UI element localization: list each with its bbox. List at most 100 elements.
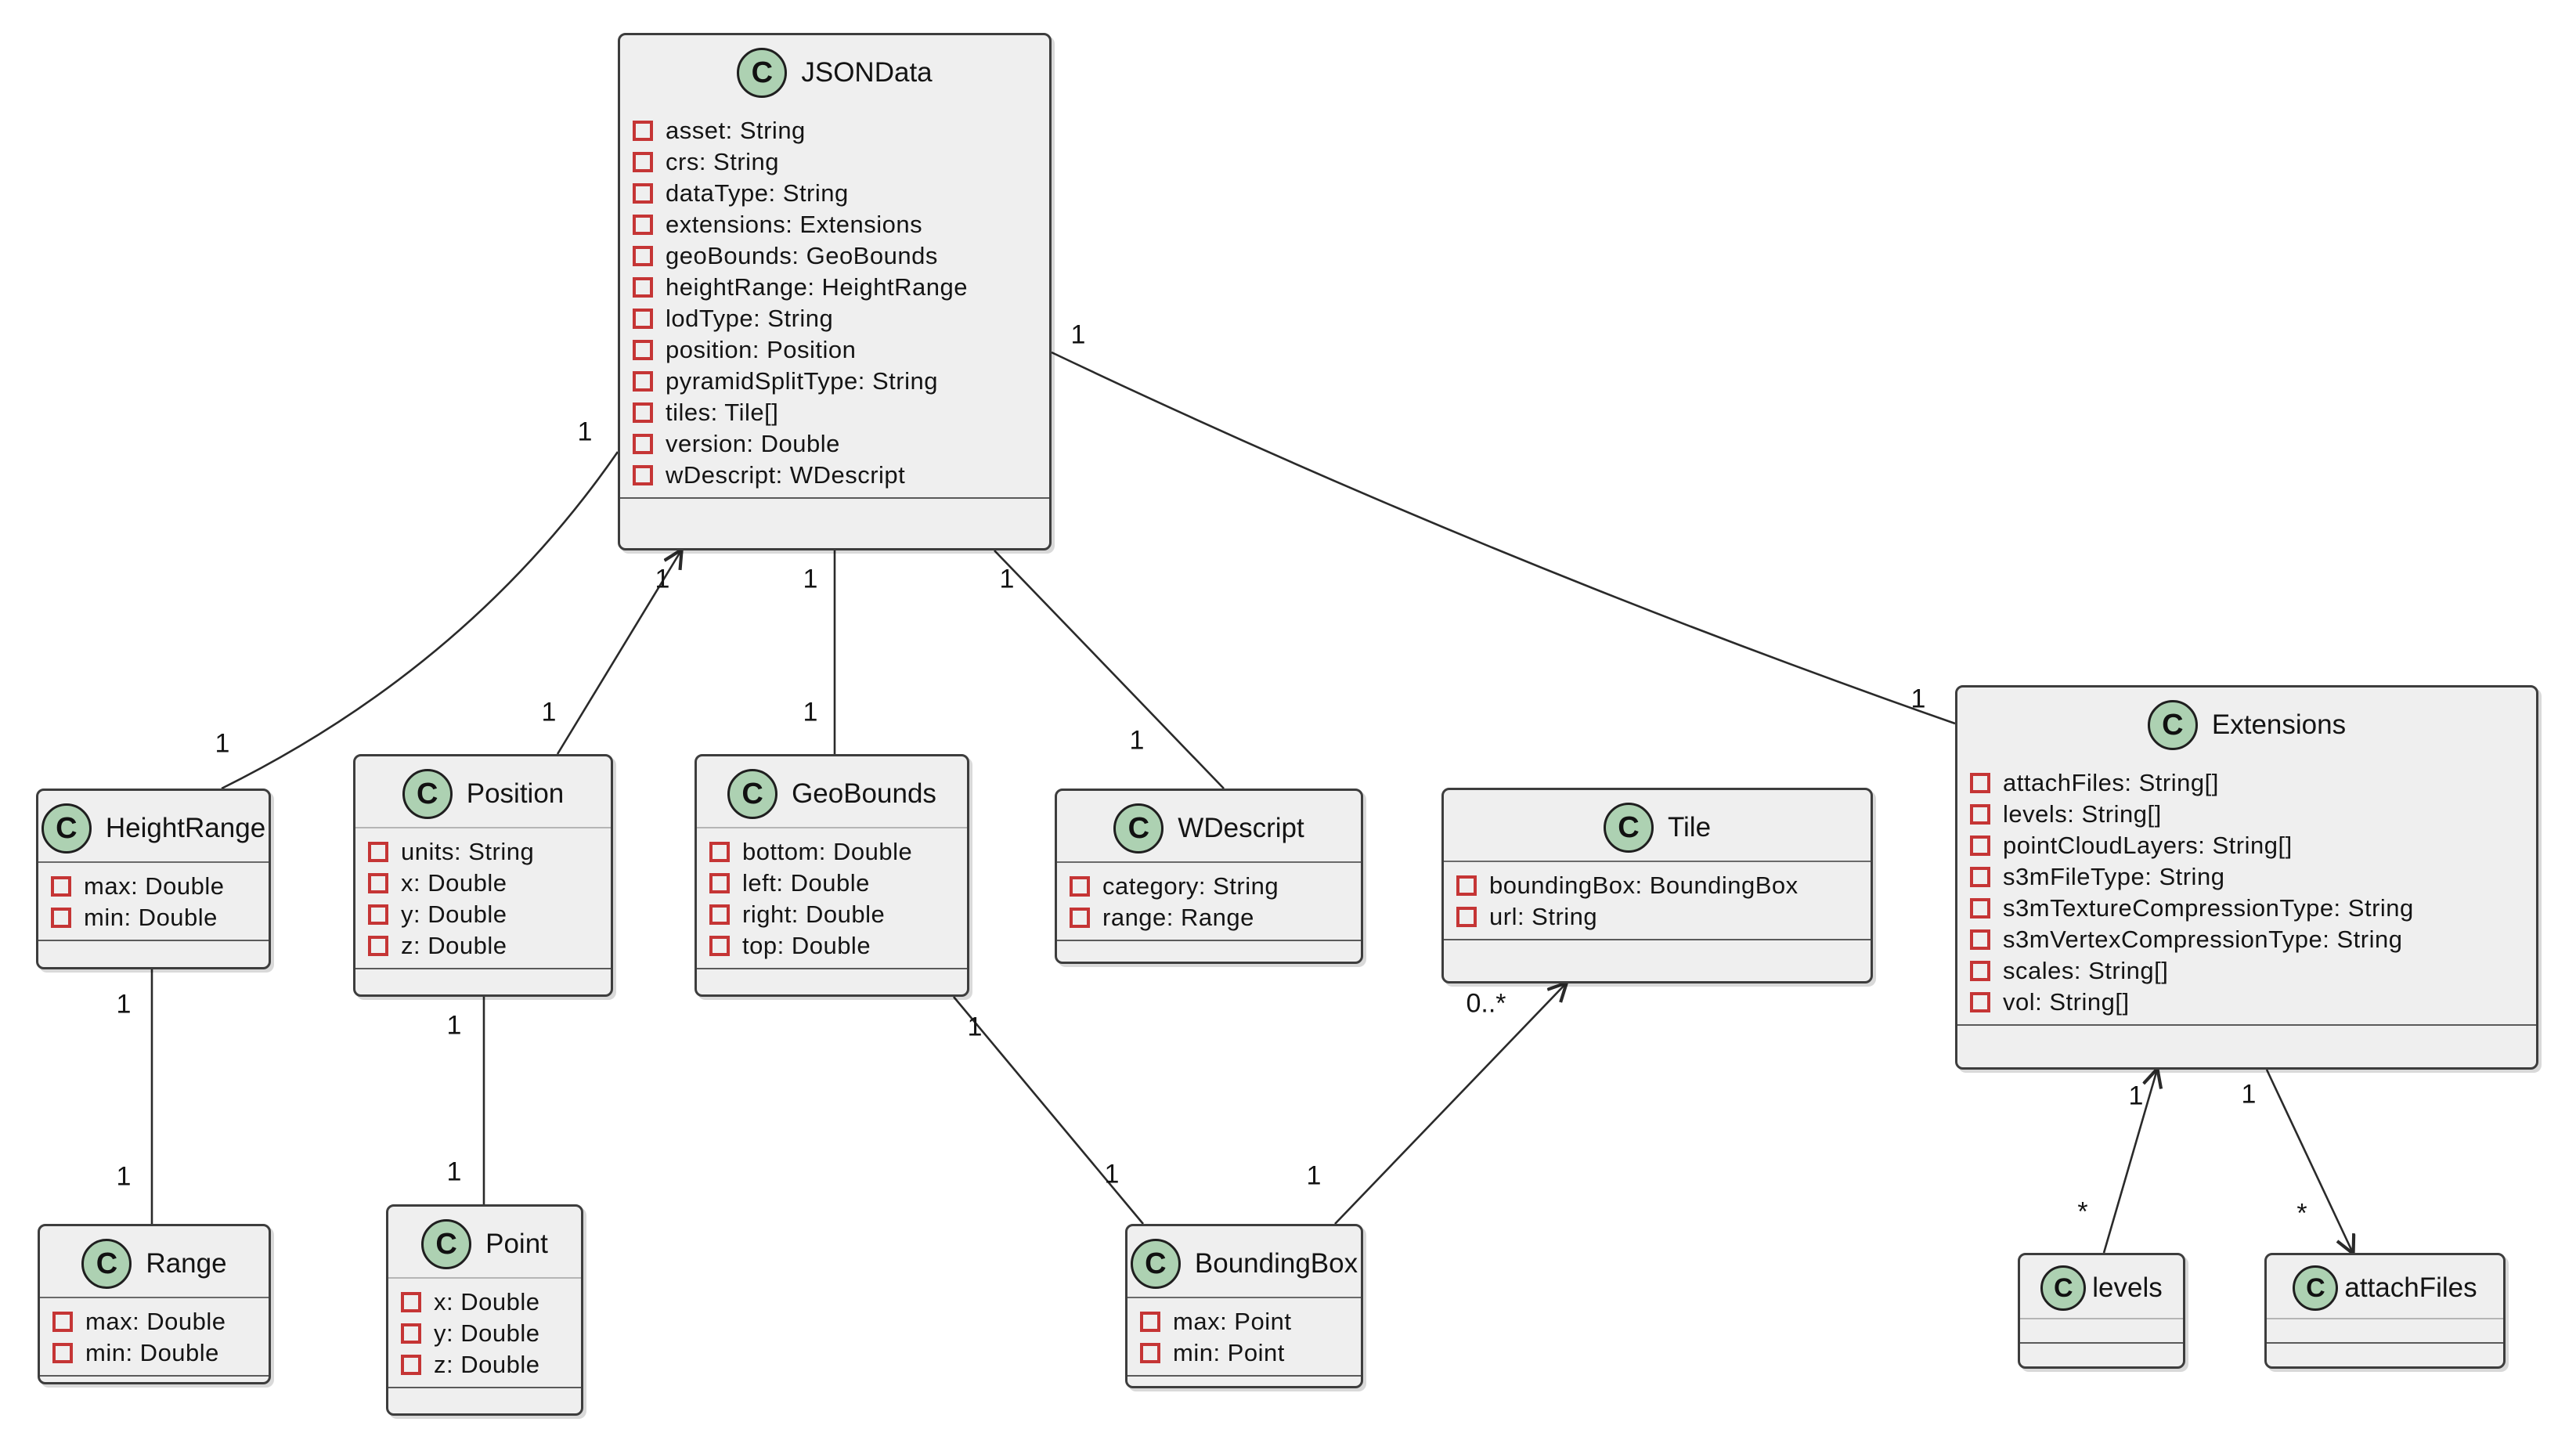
methods-compartment-empty	[2020, 1344, 2183, 1366]
attribute-row: wDescript: WDescript	[633, 460, 1034, 491]
attribute-text: levels: String[]	[2003, 800, 2162, 828]
attribute-text: range: Range	[1102, 904, 1254, 931]
attribute-text: z: Double	[401, 932, 507, 959]
compartment-divider	[388, 1387, 581, 1388]
attribute-text: attachFiles: String[]	[2003, 769, 2219, 796]
class-icon: C	[402, 769, 453, 819]
class-extensions: C Extensions attachFiles: String[]levels…	[1955, 685, 2538, 1070]
attribute-row: units: String	[368, 836, 595, 868]
attribute-row: dataType: String	[633, 178, 1034, 209]
class-name: Point	[485, 1229, 548, 1259]
class-levels: C levels	[2018, 1253, 2185, 1369]
class-title: C attachFiles	[2267, 1255, 2503, 1318]
title-divider	[2020, 1318, 2183, 1319]
attribute-text: s3mFileType: String	[2003, 863, 2225, 890]
private-field-icon	[1970, 867, 1990, 887]
class-name: JSONData	[801, 57, 933, 88]
private-field-icon	[1970, 961, 1990, 981]
private-field-icon	[633, 434, 653, 454]
attribute-row: z: Double	[401, 1349, 565, 1380]
attribute-text: version: Double	[666, 430, 840, 457]
multiplicity-label: 1	[1129, 725, 1145, 756]
attributes-compartment-empty	[2267, 1319, 2503, 1342]
attribute-text: min: Double	[84, 904, 218, 931]
compartment-divider	[38, 940, 269, 941]
class-title: C Point	[388, 1207, 581, 1277]
attribute-text: max: Double	[84, 872, 225, 900]
attribute-row: levels: String[]	[1970, 799, 2520, 830]
class-name: levels	[2092, 1272, 2163, 1303]
class-icon: C	[737, 48, 788, 98]
private-field-icon	[1970, 992, 1990, 1012]
methods-compartment-empty	[355, 969, 611, 994]
attribute-text: extensions: Extensions	[666, 211, 923, 238]
class-title: C HeightRange	[38, 791, 269, 861]
attribute-row: x: Double	[401, 1287, 565, 1318]
class-icon: C	[2293, 1265, 2339, 1311]
attribute-row: asset: String	[633, 115, 1034, 146]
class-title: C Tile	[1444, 790, 1871, 861]
private-field-icon	[633, 183, 653, 204]
private-field-icon	[633, 277, 653, 298]
private-field-icon	[51, 876, 71, 897]
multiplicity-label: 1	[116, 989, 132, 1020]
compartment-divider	[1127, 1375, 1361, 1377]
private-field-icon	[709, 842, 730, 862]
methods-compartment-empty	[40, 1377, 269, 1382]
multiplicity-label: 0..*	[1466, 988, 1506, 1019]
multiplicity-label: 1	[1104, 1159, 1120, 1189]
class-title: C JSONData	[620, 35, 1049, 106]
multiplicity-label: 1	[803, 564, 818, 594]
multiplicity-label: 1	[1070, 319, 1086, 350]
class-name: GeoBounds	[792, 778, 936, 809]
attribute-text: url: String	[1489, 903, 1598, 930]
private-field-icon	[52, 1343, 73, 1363]
title-divider	[2267, 1318, 2503, 1319]
attribute-text: left: Double	[742, 869, 870, 897]
private-field-icon	[1140, 1312, 1160, 1332]
private-field-icon	[52, 1312, 73, 1332]
class-icon: C	[2040, 1265, 2087, 1311]
compartment-divider	[1444, 939, 1871, 940]
class-name: Tile	[1667, 812, 1712, 843]
private-field-icon	[1970, 835, 1990, 856]
attribute-row: tiles: Tile[]	[633, 397, 1034, 428]
attribute-text: units: String	[401, 838, 535, 865]
class-name: Range	[146, 1248, 227, 1279]
multiplicity-label: 1	[577, 417, 593, 447]
attribute-row: pyramidSplitType: String	[633, 366, 1034, 397]
attribute-row: extensions: Extensions	[633, 209, 1034, 240]
attribute-row: top: Double	[709, 930, 951, 962]
multiplicity-label: 1	[967, 1012, 983, 1042]
multiplicity-label: 1	[541, 697, 557, 727]
class-icon: C	[81, 1239, 132, 1289]
attribute-row: version: Double	[633, 428, 1034, 460]
compartment-divider	[1057, 940, 1361, 941]
private-field-icon	[1070, 876, 1090, 897]
attribute-row: left: Double	[709, 868, 951, 899]
attribute-row: s3mVertexCompressionType: String	[1970, 924, 2520, 955]
attribute-text: crs: String	[666, 148, 780, 175]
multiplicity-label: 1	[116, 1161, 132, 1192]
class-title: C WDescript	[1057, 791, 1361, 861]
title-divider	[697, 827, 967, 828]
attribute-row: max: Point	[1140, 1306, 1345, 1337]
class-title: C BoundingBox	[1127, 1226, 1361, 1297]
compartment-divider	[697, 968, 967, 969]
class-icon: C	[421, 1219, 472, 1269]
private-field-icon	[633, 340, 653, 360]
title-divider	[355, 827, 611, 828]
private-field-icon	[633, 371, 653, 392]
attributes-compartment-empty	[2020, 1319, 2183, 1342]
private-field-icon	[401, 1355, 421, 1375]
multiplicity-label: *	[2296, 1198, 2307, 1229]
attribute-text: max: Point	[1173, 1308, 1292, 1335]
title-divider	[1127, 1297, 1361, 1298]
attribute-row: crs: String	[633, 146, 1034, 178]
attribute-text: min: Point	[1173, 1339, 1285, 1366]
title-divider	[1444, 861, 1871, 862]
attribute-row: s3mTextureCompressionType: String	[1970, 893, 2520, 924]
